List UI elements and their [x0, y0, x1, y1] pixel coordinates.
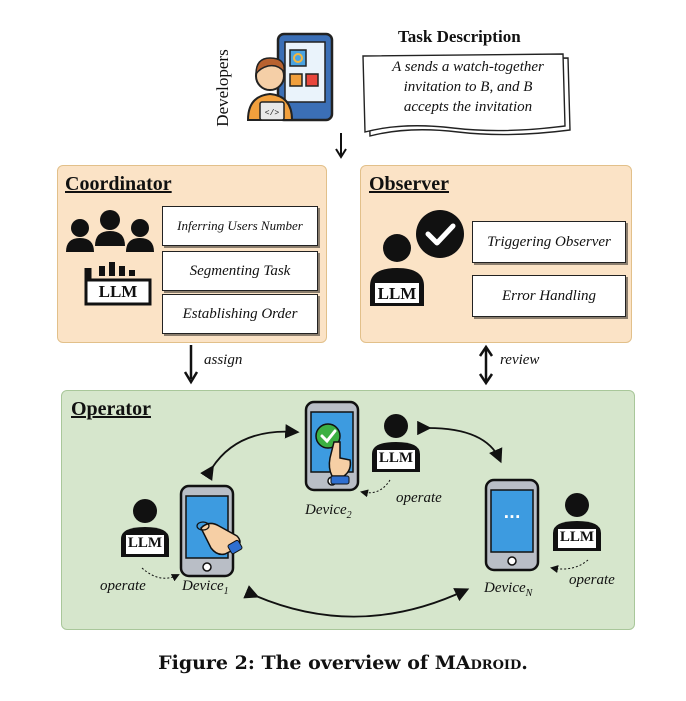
device-2-subscript: 2 — [346, 510, 352, 521]
caption-name: MAdroid — [434, 652, 522, 674]
device-1-label: Device1 — [182, 578, 229, 597]
assign-arrow — [183, 345, 199, 385]
observer-title: Observer — [369, 173, 449, 195]
device-1-phone-icon — [179, 484, 243, 578]
task-description-title: Task Description — [398, 27, 521, 46]
svg-text:</>: </> — [265, 109, 280, 118]
device-1-subscript: 1 — [223, 586, 229, 597]
operator-title: Operator — [71, 398, 151, 420]
observer-user-check-icon — [370, 210, 464, 306]
coordinator-task-order: Establishing Order — [162, 294, 318, 334]
observer-llm-label: LLM — [377, 284, 417, 303]
task-description-text: A sends a watch-together invitation to B… — [368, 57, 568, 117]
task-line-3: accepts the invitation — [403, 99, 533, 115]
task-line-2: invitation to B, and B — [403, 79, 533, 95]
operate-arrow-N — [550, 559, 589, 574]
device-2-label: Device2 — [305, 502, 352, 521]
task-description-paper — [362, 53, 571, 137]
coordinator-llm-label: LLM — [98, 282, 138, 301]
device-2-operate-label: operate — [396, 490, 442, 506]
arrow-device1-device2 — [200, 424, 300, 481]
operate-arrow-1 — [141, 567, 180, 582]
device-n-phone-icon — [484, 478, 540, 572]
device-n-operate-label: operate — [569, 572, 615, 588]
coordinator-task-inferring: Inferring Users Number — [162, 206, 318, 246]
arrow-device1-deviceN — [243, 585, 470, 618]
device-2-phone-icon — [304, 400, 360, 492]
device-1-user-icon — [121, 499, 169, 557]
figure-caption: Figure 2: The overview of MAdroid. — [0, 652, 686, 674]
arrow-device2-deviceN — [417, 420, 503, 464]
coordinator-title: Coordinator — [65, 173, 172, 195]
device-1-operate-label: operate — [100, 578, 146, 594]
device-2-user-icon — [372, 414, 420, 472]
developer-icon: </> — [246, 32, 334, 122]
operate-arrow-2 — [360, 479, 391, 498]
device-1-llm-label: LLM — [127, 535, 163, 551]
task-line-1: A sends a watch-together — [392, 59, 544, 75]
users-group-icon — [66, 210, 154, 306]
caption-prefix: Figure 2: The overview of — [158, 652, 435, 674]
observer-task-error: Error Handling — [472, 275, 626, 317]
device-n-subscript: N — [525, 588, 533, 599]
device-n-dots: ... — [503, 504, 521, 522]
review-label: review — [500, 352, 540, 368]
caption-suffix: . — [521, 652, 528, 674]
device-n-label: DeviceN — [484, 580, 533, 599]
device-n-user-icon — [553, 493, 601, 551]
observer-task-triggering: Triggering Observer — [472, 221, 626, 263]
assign-label: assign — [204, 352, 243, 368]
device-2-llm-label: LLM — [378, 450, 414, 466]
device-n-llm-label: LLM — [559, 529, 595, 545]
down-arrow-to-agents — [335, 133, 347, 159]
coordinator-task-segmenting: Segmenting Task — [162, 251, 318, 291]
review-arrow — [478, 344, 494, 386]
